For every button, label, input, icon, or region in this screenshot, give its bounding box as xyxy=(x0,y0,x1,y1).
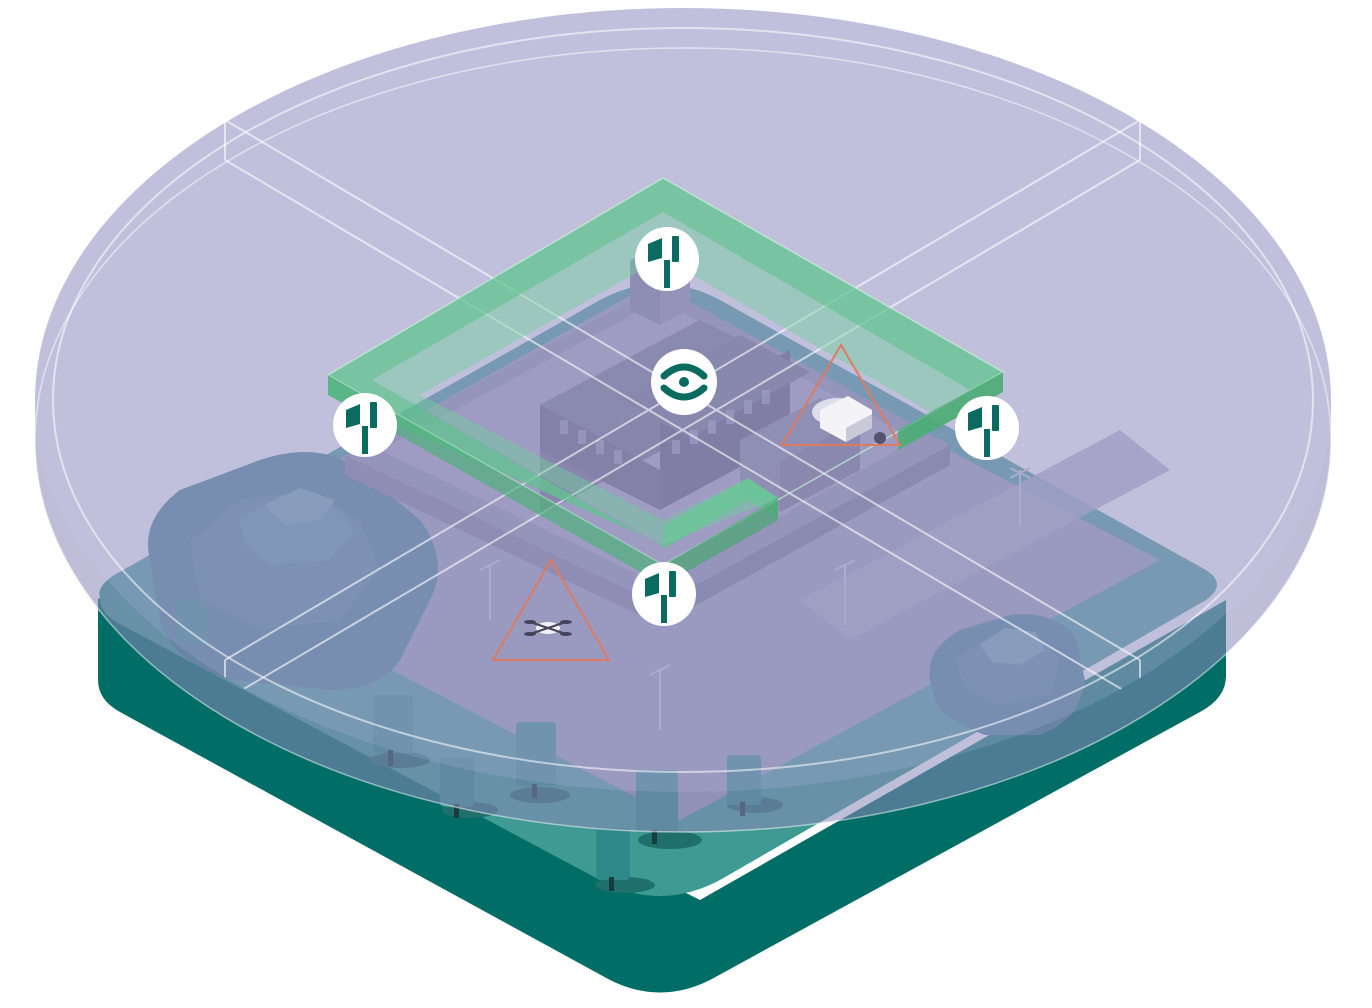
radio-tower-icon xyxy=(648,236,679,288)
radio-tower-icon xyxy=(968,405,999,457)
tree xyxy=(595,828,655,893)
base-side xyxy=(98,598,1226,993)
threat-vehicle xyxy=(780,343,902,446)
sensor-west[interactable] xyxy=(333,393,397,457)
radio-tower-icon xyxy=(645,571,676,623)
sensor-south[interactable] xyxy=(632,562,696,626)
threat-triangle xyxy=(780,343,902,446)
threat-drone xyxy=(491,558,611,661)
hub-badge[interactable] xyxy=(651,349,717,415)
protection-dome xyxy=(34,8,1332,833)
threat-triangle xyxy=(491,558,611,661)
vehicle-icon xyxy=(812,396,886,444)
sensor-east[interactable] xyxy=(955,396,1019,460)
radio-tower-icon xyxy=(346,402,377,454)
fence-detection-zone xyxy=(327,177,1005,585)
drone-icon xyxy=(524,620,572,636)
hub-logo-icon xyxy=(660,363,708,401)
sensor-north[interactable] xyxy=(635,227,699,291)
